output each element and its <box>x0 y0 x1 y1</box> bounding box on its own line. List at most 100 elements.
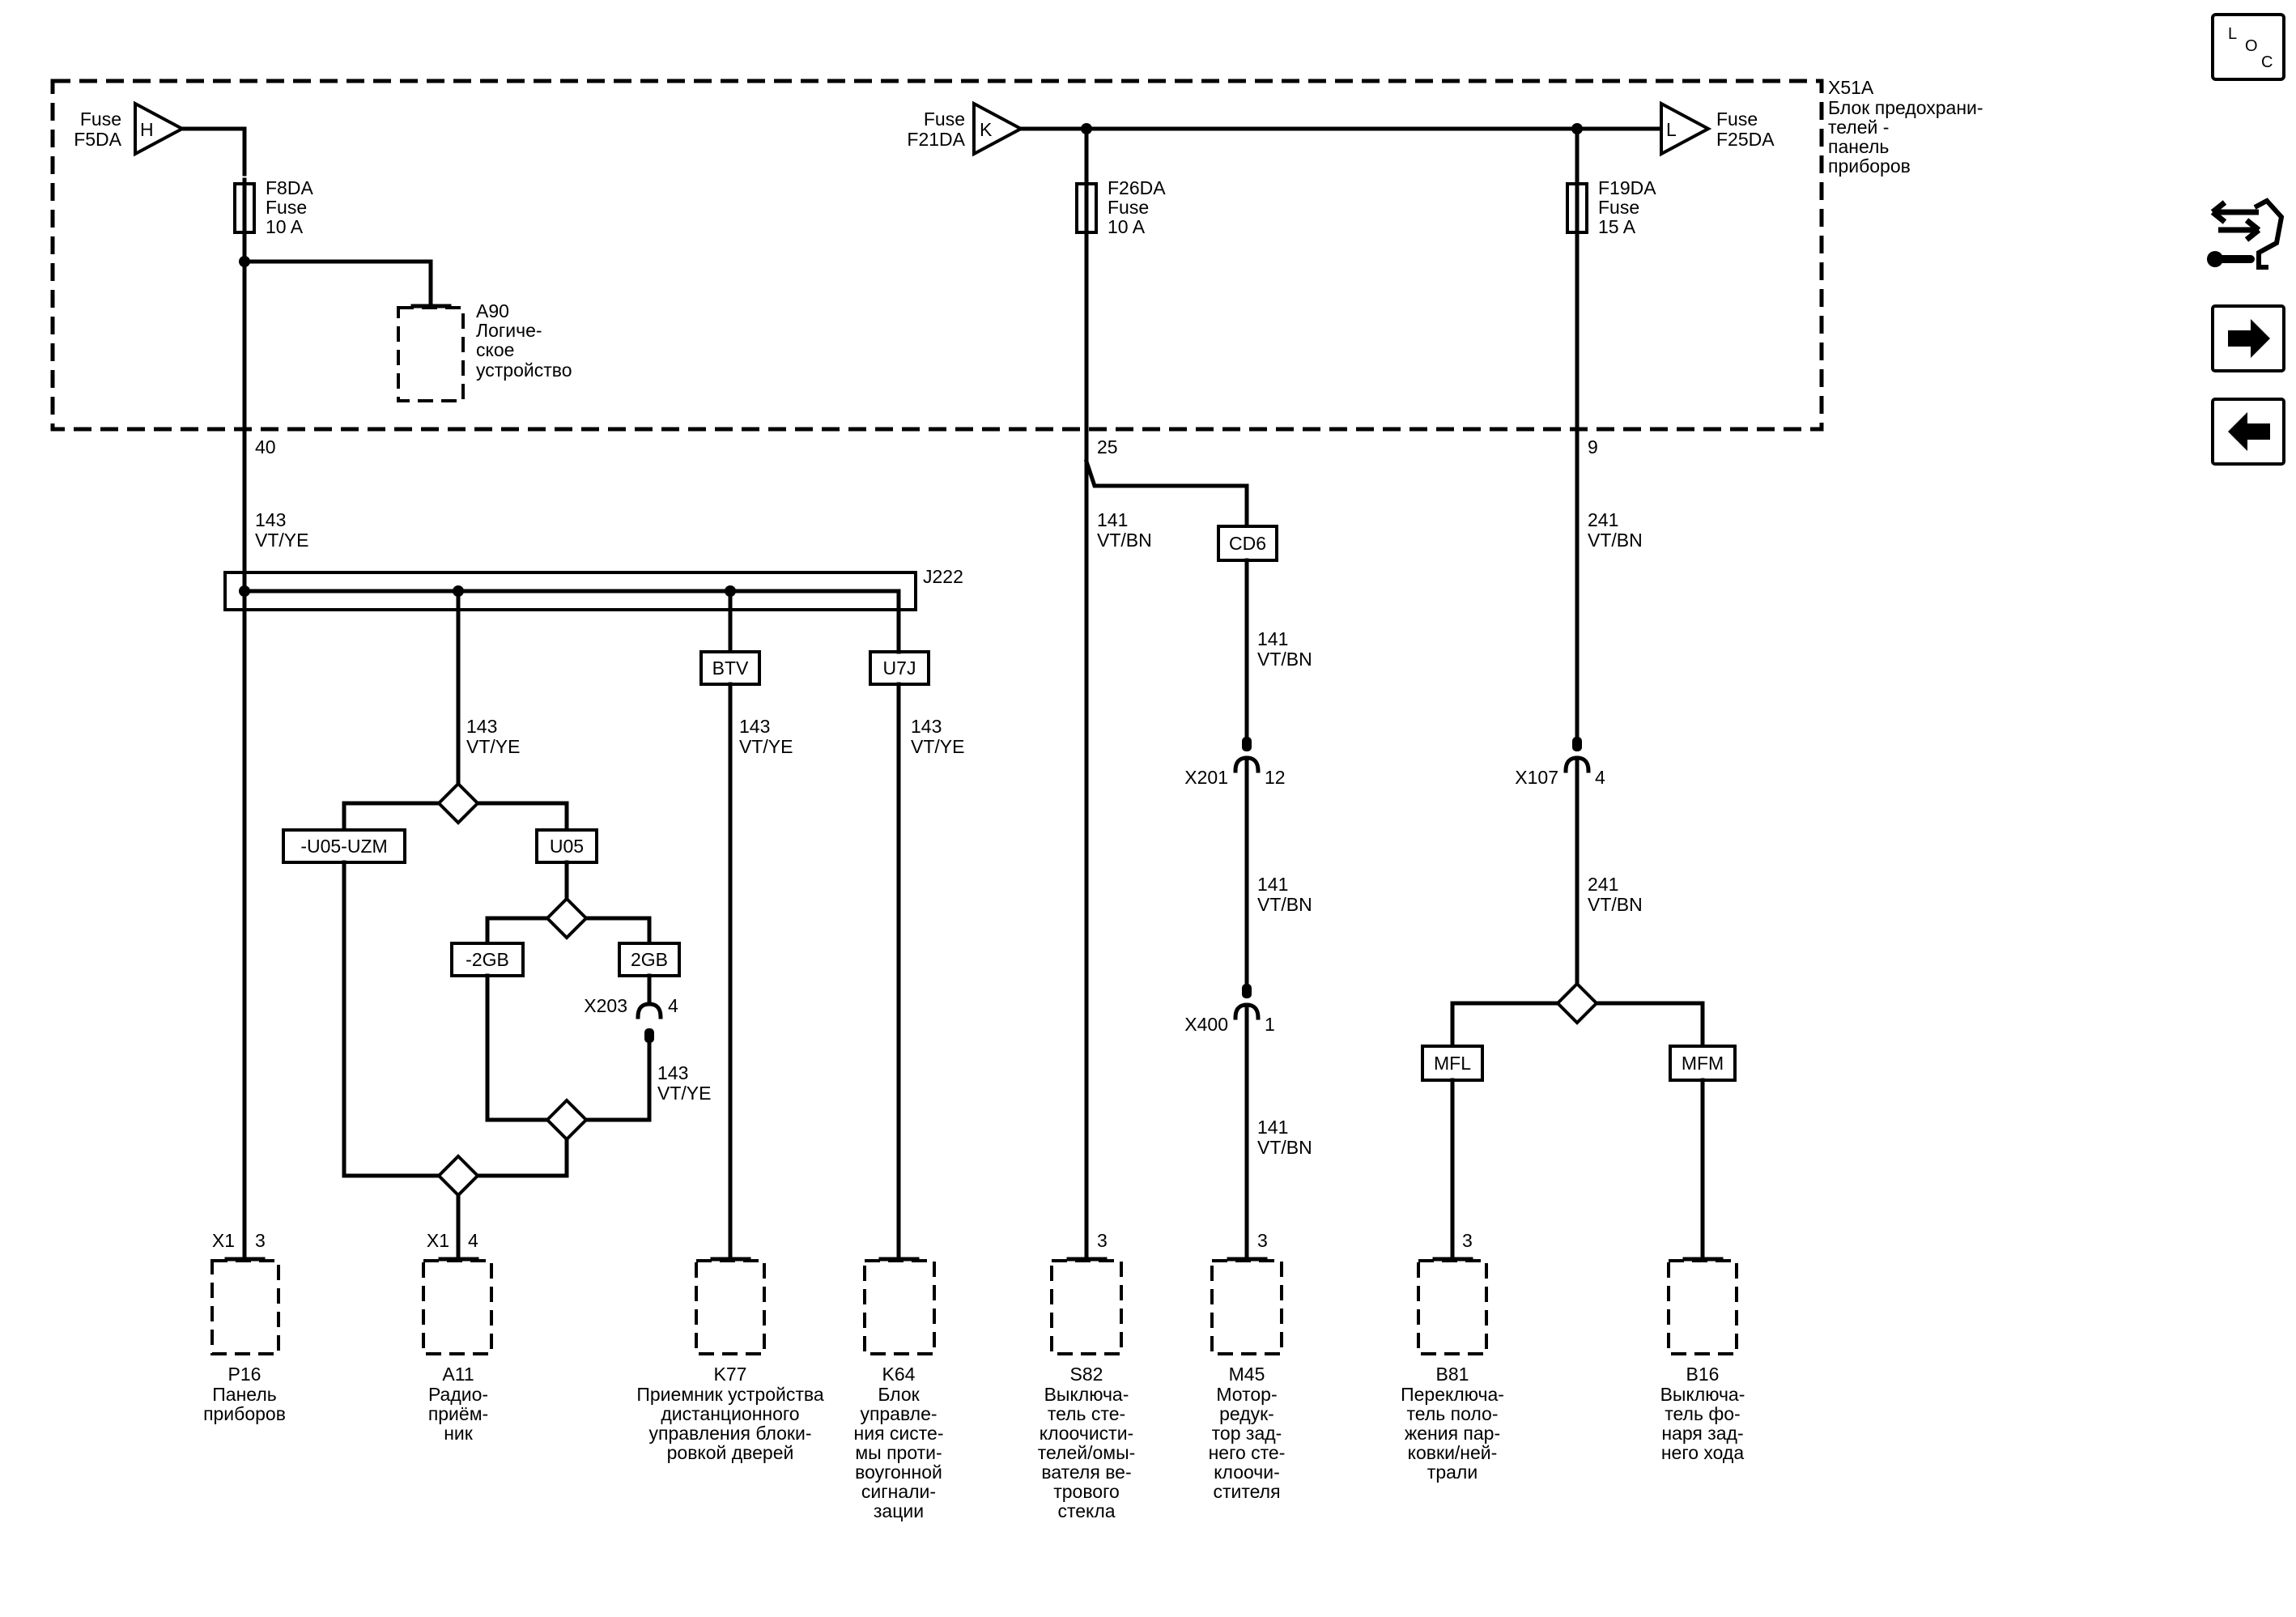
fuse-f26da-id: F26DA <box>1108 177 1166 198</box>
option-btv <box>699 650 761 686</box>
k64-id: K64 <box>882 1364 916 1385</box>
b81-line-1: Переключа- <box>1401 1384 1504 1405</box>
feed-k-letter: K <box>980 119 993 140</box>
splice-j222 <box>223 571 917 611</box>
k64-line-6: сигнали- <box>861 1481 936 1502</box>
option-split-diamond-2 <box>545 896 589 940</box>
option-u05-label: U05 <box>550 836 584 857</box>
m45-line-4: него сте- <box>1209 1442 1286 1463</box>
wire-x107-color: VT/BN <box>1588 530 1643 551</box>
feed-l-fuse-word: Fuse <box>1716 109 1758 130</box>
wire-radio-num: 143 <box>466 716 497 737</box>
svg-text:O: O <box>2245 37 2258 55</box>
fuse-f8da-rating: 10 A <box>266 216 304 237</box>
option-mfm-label: MFM <box>1682 1053 1724 1074</box>
feed-k-fuse-word: Fuse <box>924 109 965 130</box>
fuse-block-code: X51A <box>1828 77 1874 98</box>
a90-dashed-box <box>397 306 465 402</box>
svg-text:C: C <box>2261 53 2273 71</box>
wire-x107b-num: 241 <box>1588 874 1618 895</box>
m45-line-3: тор зад- <box>1212 1423 1282 1444</box>
s82-line-3: клоочисти- <box>1040 1423 1133 1444</box>
b81-line-2: тель поло- <box>1407 1403 1499 1424</box>
wire-k77-num: 143 <box>739 716 770 737</box>
fuse-f19da-id: F19DA <box>1598 177 1656 198</box>
conn-x203-id: X203 <box>584 995 627 1016</box>
a90-line-1: Логиче- <box>476 320 542 341</box>
feed-h-name: F5DA <box>74 129 121 150</box>
feed-l-name: F25DA <box>1716 129 1775 150</box>
s82-pin: 3 <box>1097 1230 1108 1251</box>
a90-line-3: устройство <box>476 360 572 381</box>
arrow-left-icon[interactable] <box>2211 398 2285 466</box>
option-mfl-label: MFL <box>1434 1053 1471 1074</box>
k77-line-1: Приемник устройства <box>636 1384 823 1405</box>
s82-dashed-box <box>1050 1259 1123 1355</box>
k64-line-1: Блок <box>878 1384 920 1405</box>
option-u7j-label: U7J <box>883 657 916 679</box>
conn-x107-pin: 4 <box>1595 767 1605 788</box>
fuse-block-title-2: телей - <box>1828 117 1889 138</box>
p16-dashed-box <box>210 1259 280 1355</box>
pin-9: 9 <box>1588 436 1598 457</box>
b16-line-3: наря зад- <box>1661 1423 1743 1444</box>
wire-x107b-color: VT/BN <box>1588 894 1643 915</box>
wire-k64-color: VT/YE <box>911 736 964 757</box>
wire-radio-color: VT/YE <box>466 736 520 757</box>
option-btv-label: BTV <box>712 657 749 679</box>
option-u7j <box>869 650 930 686</box>
a11-pin: 4 <box>468 1230 478 1251</box>
connector-wrench-icon[interactable] <box>2207 198 2285 270</box>
a90-id: A90 <box>476 300 509 321</box>
feed-k-name: F21DA <box>907 129 965 150</box>
m45-line-5: клоочи- <box>1214 1462 1280 1483</box>
k64-line-5: воугонной <box>855 1462 942 1483</box>
feed-h-triangle <box>134 100 186 157</box>
k77-line-4: ровкой дверей <box>667 1442 794 1463</box>
wire-x201-color: VT/BN <box>1257 894 1312 915</box>
wire-cd6-num: 141 <box>1257 628 1288 649</box>
s82-line-7: стекла <box>1057 1500 1115 1521</box>
arrow-right-icon[interactable] <box>2211 304 2285 372</box>
fuse-block-title-4: приборов <box>1828 155 1911 177</box>
b81-dashed-box <box>1417 1259 1488 1355</box>
wire-s82-num: 141 <box>1097 509 1128 530</box>
conn-x201-id: X201 <box>1184 767 1228 788</box>
feed-k-triangle <box>972 100 1025 157</box>
s82-line-4: телей/омы- <box>1038 1442 1136 1463</box>
b16-id: B16 <box>1686 1364 1720 1385</box>
s82-line-2: тель сте- <box>1048 1403 1125 1424</box>
m45-pin: 3 <box>1257 1230 1268 1251</box>
k64-line-3: ния систе- <box>854 1423 944 1444</box>
option-not-2gb-label: -2GB <box>466 949 509 970</box>
option-split-diamond-1 <box>436 781 480 825</box>
option-mfm <box>1669 1045 1737 1082</box>
option-not-u05-uzm <box>282 828 406 864</box>
m45-dashed-box <box>1210 1259 1283 1355</box>
p16-id: P16 <box>228 1364 261 1385</box>
p16-line-2: приборов <box>203 1403 286 1424</box>
wire-x107-num: 241 <box>1588 509 1618 530</box>
m45-line-6: стителя <box>1213 1481 1280 1502</box>
wire-x201-num: 141 <box>1257 874 1288 895</box>
option-split-diamond-3 <box>1555 981 1599 1025</box>
pin-40: 40 <box>255 436 276 457</box>
splice-j222-label: J222 <box>923 566 963 587</box>
a11-line-2: приём- <box>428 1403 488 1424</box>
wire-m45-num: 141 <box>1257 1117 1288 1138</box>
feed-l-triangle <box>1660 100 1712 157</box>
k77-line-3: управления блоки- <box>648 1423 811 1444</box>
loc-icon[interactable]: L O C <box>2211 13 2285 81</box>
wire-p16-color: VT/YE <box>255 530 308 551</box>
option-not-u05-uzm-label: -U05-UZM <box>300 836 387 857</box>
feed-l-letter: L <box>1666 119 1677 140</box>
m45-id: M45 <box>1229 1364 1265 1385</box>
k64-line-4: мы проти- <box>855 1442 942 1463</box>
feed-h-fuse-word: Fuse <box>80 109 121 130</box>
option-u05 <box>535 828 598 864</box>
k77-dashed-box <box>695 1259 766 1355</box>
p16-conn: X1 <box>212 1230 235 1251</box>
option-join-diamond-1 <box>545 1098 589 1142</box>
fuse-f8da-id: F8DA <box>266 177 313 198</box>
